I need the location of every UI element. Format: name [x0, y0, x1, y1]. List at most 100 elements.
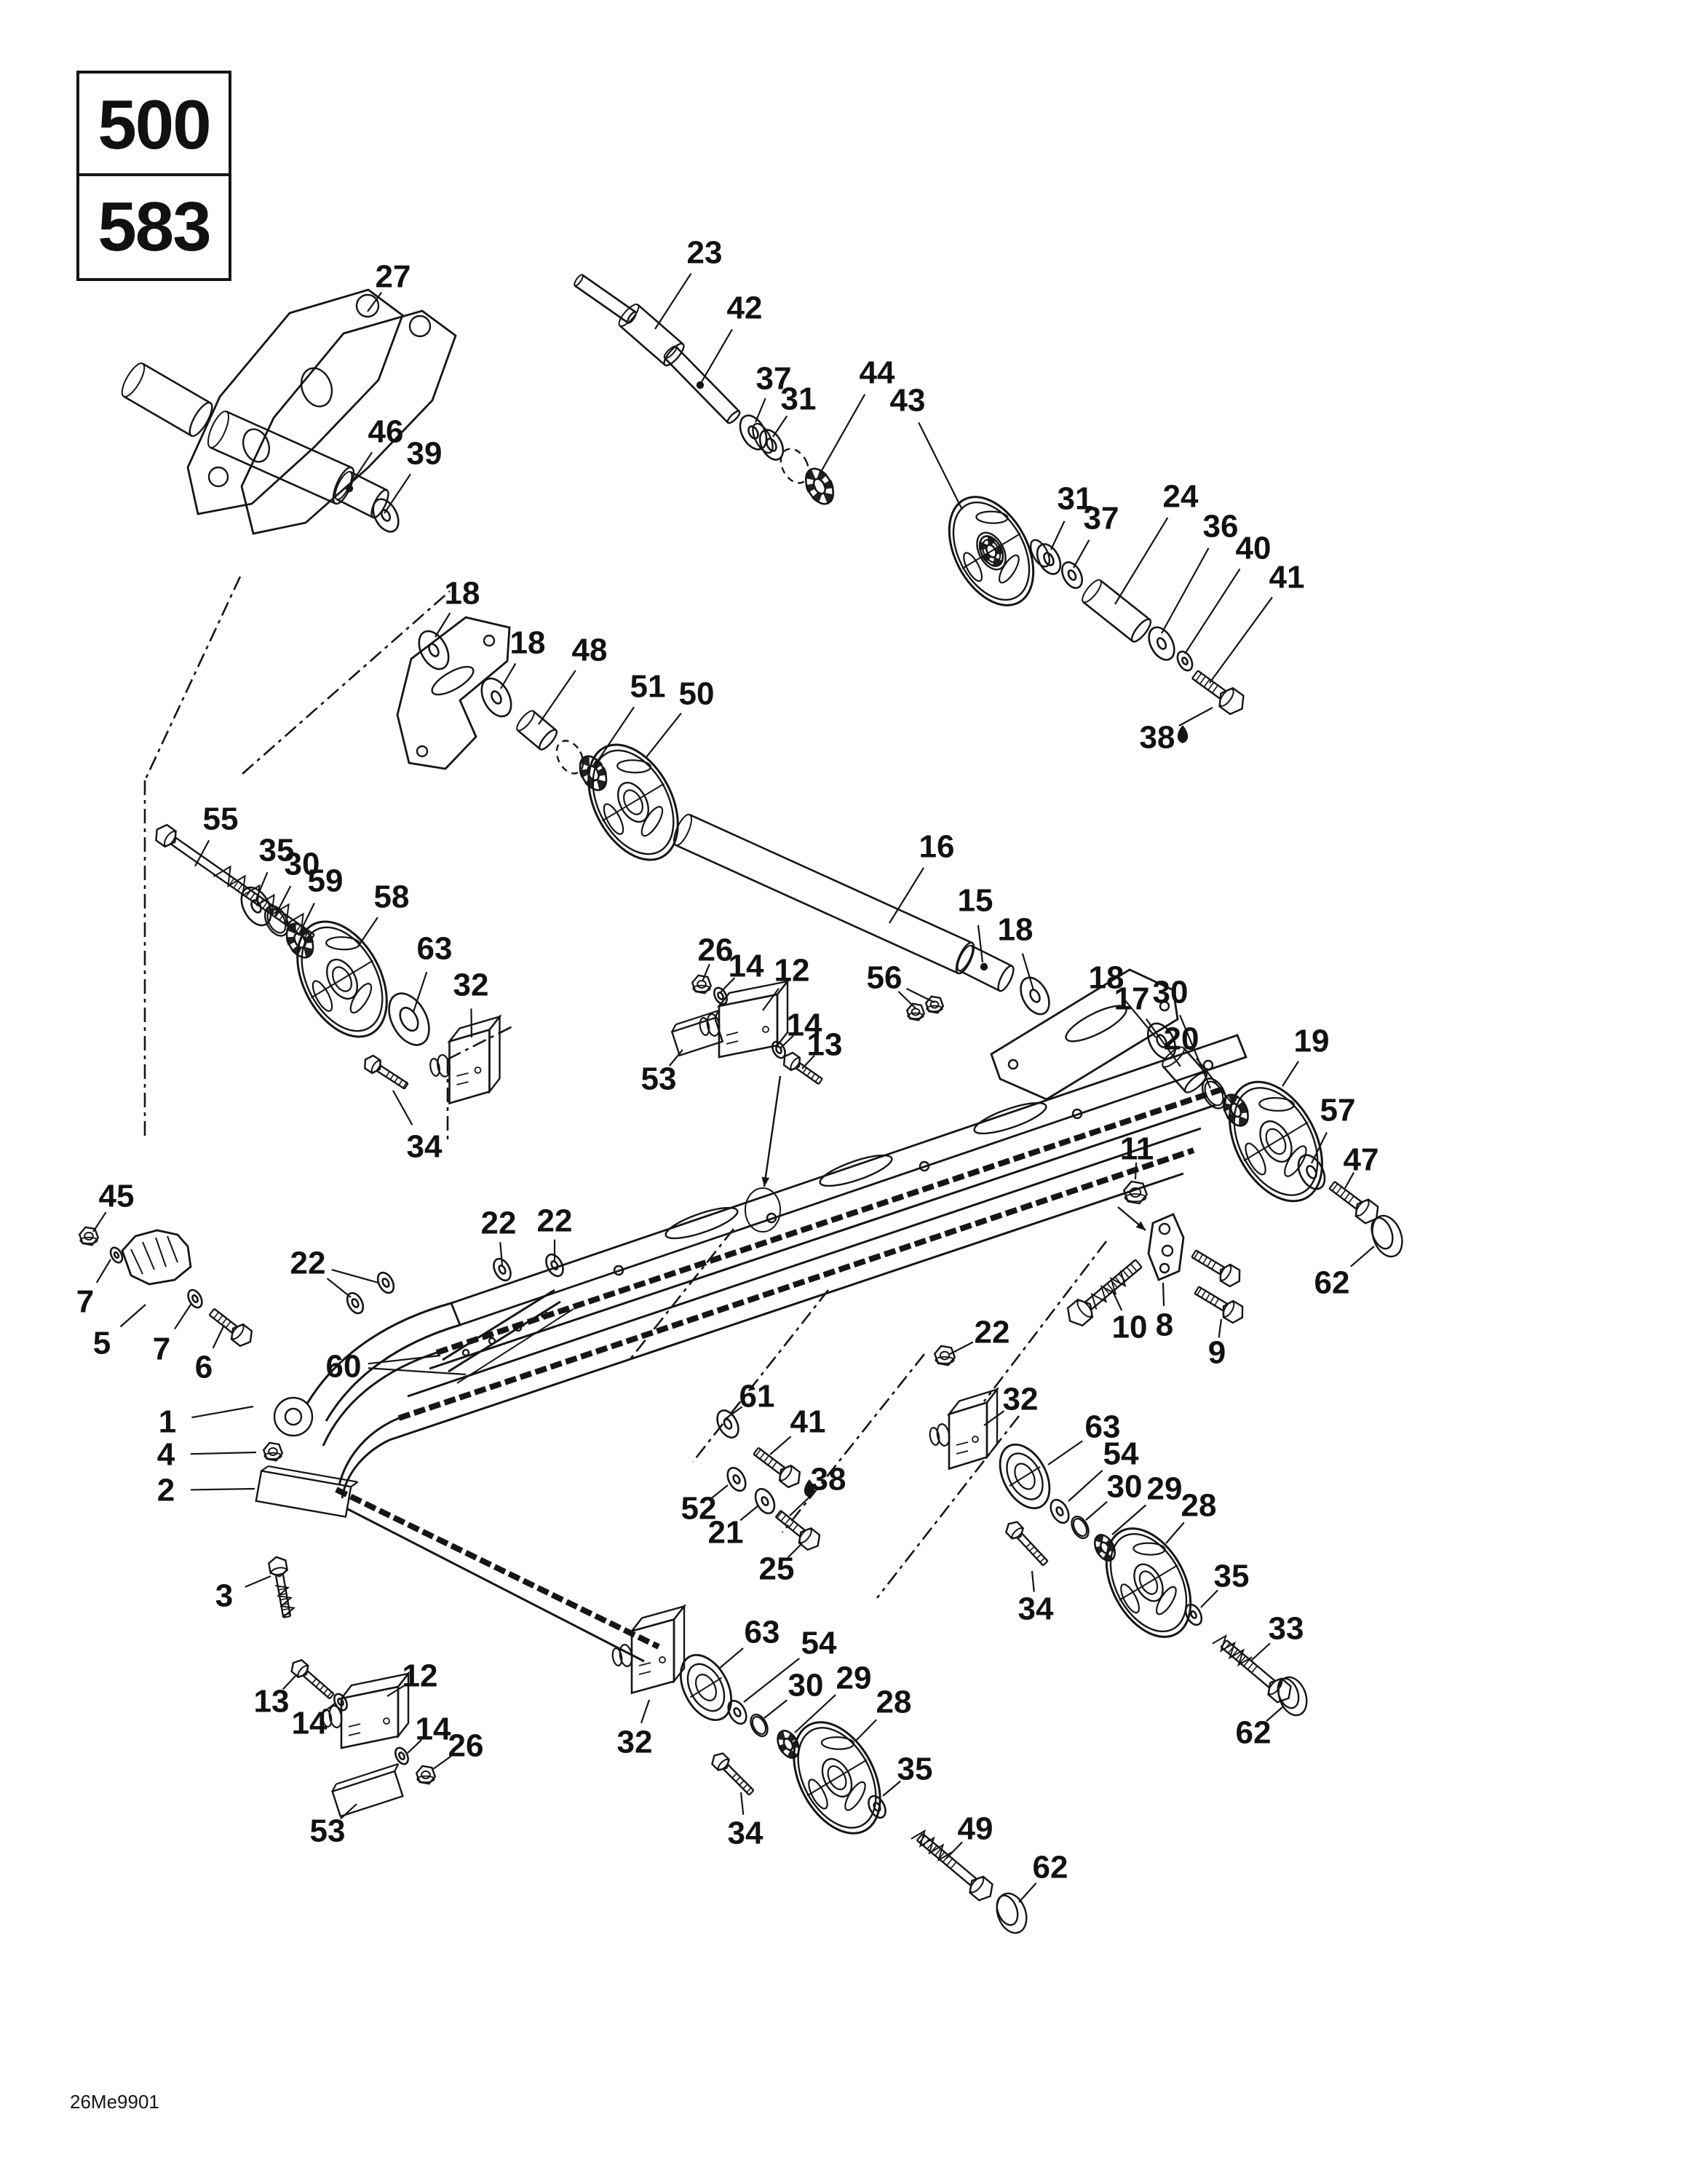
callout-54: 54: [1103, 1436, 1139, 1472]
callout-53: 53: [310, 1813, 346, 1849]
callout-13: 13: [807, 1027, 843, 1063]
callout-52: 52: [681, 1491, 717, 1527]
callout-37: 37: [1084, 501, 1119, 537]
callout-5: 5: [93, 1326, 111, 1361]
callout-38: 38: [1140, 720, 1175, 756]
callout-28: 28: [1181, 1488, 1217, 1524]
callout-16: 16: [919, 829, 955, 865]
callout-63: 63: [745, 1615, 780, 1650]
callout-63: 63: [417, 931, 453, 967]
callout-56: 56: [867, 960, 903, 996]
callout-13: 13: [254, 1684, 290, 1720]
callout-14: 14: [292, 1706, 328, 1741]
callout-34: 34: [407, 1129, 443, 1165]
callout-9: 9: [1208, 1335, 1226, 1371]
callout-35: 35: [259, 833, 295, 869]
callout-62: 62: [1314, 1265, 1350, 1301]
callout-32: 32: [453, 968, 489, 1003]
callout-14: 14: [729, 949, 764, 984]
callout-34: 34: [728, 1816, 763, 1851]
callout-12: 12: [774, 953, 810, 989]
parts-artwork: [78, 274, 1403, 1934]
callout-2: 2: [157, 1473, 175, 1508]
callout-45: 45: [99, 1179, 135, 1214]
callout-32: 32: [617, 1725, 653, 1760]
model-box-583: 583: [76, 173, 231, 281]
callout-30: 30: [285, 847, 320, 882]
callout-63: 63: [1085, 1409, 1121, 1445]
callout-57: 57: [1320, 1093, 1356, 1128]
callout-30: 30: [1107, 1469, 1143, 1505]
callout-23: 23: [687, 235, 723, 271]
callout-10: 10: [1112, 1310, 1148, 1345]
callout-55: 55: [203, 802, 239, 837]
callout-35: 35: [1214, 1559, 1250, 1594]
callout-14: 14: [416, 1712, 451, 1747]
callout-40: 40: [1236, 531, 1272, 566]
callout-8: 8: [1156, 1307, 1173, 1343]
callout-26: 26: [698, 933, 734, 968]
callout-30: 30: [788, 1668, 824, 1704]
callout-27: 27: [376, 259, 411, 295]
callout-53: 53: [641, 1061, 677, 1097]
callout-48: 48: [572, 633, 608, 668]
callout-24: 24: [1163, 479, 1199, 515]
callout-21: 21: [708, 1515, 744, 1551]
callout-37: 37: [756, 361, 792, 397]
document-code: 26Me9901: [70, 2091, 159, 2113]
callout-17: 17: [1114, 981, 1150, 1017]
callout-59: 59: [308, 863, 344, 899]
callout-61: 61: [739, 1379, 775, 1415]
callout-4: 4: [157, 1437, 175, 1473]
callout-7: 7: [153, 1332, 170, 1367]
callout-58: 58: [374, 879, 410, 915]
callout-20: 20: [1164, 1021, 1199, 1057]
callout-31: 31: [781, 381, 817, 417]
callout-36: 36: [1203, 509, 1239, 545]
callout-62: 62: [1236, 1715, 1272, 1751]
callout-22: 22: [481, 1206, 517, 1241]
callout-41: 41: [790, 1404, 826, 1440]
callout-32: 32: [1003, 1382, 1039, 1417]
callout-25: 25: [759, 1551, 795, 1587]
callout-26: 26: [448, 1728, 484, 1764]
callout-22: 22: [975, 1315, 1010, 1350]
callout-54: 54: [801, 1626, 837, 1661]
callout-35: 35: [897, 1752, 933, 1787]
callout-12: 12: [402, 1658, 438, 1694]
callout-60: 60: [326, 1349, 362, 1385]
callout-18: 18: [510, 625, 546, 661]
callout-19: 19: [1294, 1024, 1330, 1059]
callout-42: 42: [727, 290, 763, 326]
callout-3: 3: [215, 1578, 233, 1614]
callout-1: 1: [159, 1404, 176, 1440]
callout-28: 28: [876, 1685, 912, 1720]
callout-7: 7: [76, 1284, 94, 1320]
callout-30: 30: [1153, 975, 1189, 1010]
callout-18: 18: [1089, 960, 1124, 996]
callout-39: 39: [407, 436, 443, 472]
callout-43: 43: [890, 383, 926, 419]
callout-51: 51: [630, 669, 666, 705]
callout-33: 33: [1269, 1611, 1304, 1647]
callout-49: 49: [958, 1811, 993, 1847]
callout-14: 14: [787, 1008, 822, 1043]
callout-44: 44: [860, 355, 895, 391]
callout-11: 11: [1120, 1131, 1154, 1167]
callout-46: 46: [368, 414, 404, 450]
callout-62: 62: [1033, 1850, 1068, 1886]
model-label-500: 500: [98, 85, 211, 164]
callout-50: 50: [679, 676, 715, 712]
callout-38: 38: [811, 1462, 846, 1497]
callout-29: 29: [836, 1661, 872, 1696]
callout-18: 18: [998, 912, 1034, 948]
callout-22: 22: [537, 1203, 573, 1239]
callout-47: 47: [1344, 1142, 1379, 1178]
callout-31: 31: [1058, 481, 1093, 517]
model-box-500: 500: [76, 71, 231, 179]
model-label-583: 583: [98, 188, 211, 266]
callout-41: 41: [1269, 560, 1305, 596]
